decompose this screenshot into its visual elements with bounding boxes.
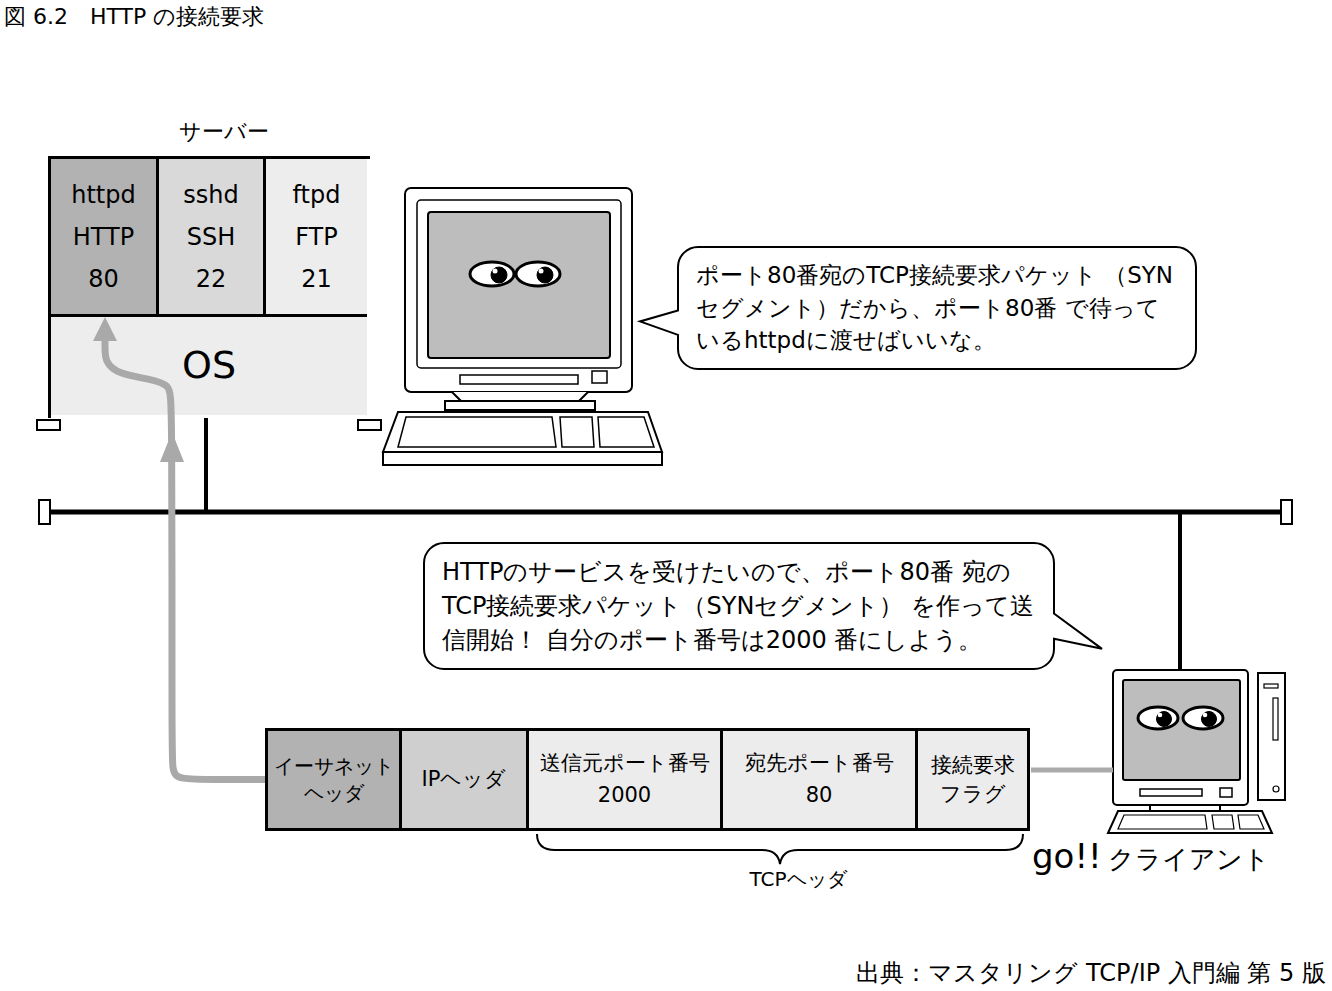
bubble-outline (640, 247, 1196, 369)
server-monitor (383, 412, 662, 452)
server-feet (37, 420, 381, 430)
server-eyes (539, 269, 544, 274)
field-text: 送信元ポート番号 (540, 748, 710, 780)
server-monitor (428, 212, 610, 358)
server-monitor (460, 375, 578, 384)
network-bus (1281, 500, 1292, 524)
client-label: クライアント (1108, 842, 1270, 877)
client-computer (1258, 673, 1285, 800)
speech-text: ポート80番宛のTCP接続要求パケット （SYNセグメント）だから、ポート80番… (696, 259, 1178, 357)
cell-text: 80 (88, 258, 119, 300)
server-eyes (516, 262, 560, 286)
network-bus (45, 510, 1287, 515)
server-eyes (493, 269, 498, 274)
client-eyes (1157, 712, 1172, 727)
client-eyes (1203, 713, 1208, 718)
cell-text: SSH (187, 216, 236, 258)
speech-bubble: HTTPのサービスを受けたいので、ポート80番 宛のTCP接続要求パケット（SY… (424, 543, 1054, 669)
client-computer (1108, 811, 1272, 833)
client-eyes (1158, 713, 1163, 718)
bubble-outline (424, 543, 1102, 669)
speech-text: HTTPのサービスを受けたいので、ポート80番 宛のTCP接続要求パケット（SY… (442, 555, 1036, 657)
packet-field: イーサネット ヘッダ (265, 728, 402, 831)
client-eyes (1202, 712, 1217, 727)
packet-arrow (105, 335, 265, 780)
server-box: httpdHTTP80sshdSSH22ftpdFTP21OSサーバー (48, 156, 370, 418)
packet-field: 接続要求 フラグ (915, 728, 1030, 831)
field-text: イーサネット ヘッダ (268, 753, 399, 807)
server-monitor (598, 417, 654, 447)
server-feet (358, 420, 381, 430)
cell-text: sshd (183, 174, 238, 216)
figure-title: 図 6.2 HTTP の接続要求 (4, 2, 264, 32)
client-computer (1220, 788, 1232, 797)
server-monitor (445, 401, 595, 410)
field-text: 80 (806, 780, 833, 812)
field-text: IPヘッダ (422, 765, 507, 793)
server-eyes (470, 262, 560, 286)
field-text: 接続要求 フラグ (918, 751, 1027, 808)
service-cell: httpdHTTP80 (51, 159, 159, 317)
client-computer (1118, 815, 1207, 829)
server-monitor (383, 188, 662, 465)
client-computer (1108, 670, 1285, 833)
server-eyes (470, 262, 514, 286)
server-monitor (560, 417, 594, 447)
mid-arrow-head (160, 432, 184, 462)
client-eyes (1138, 707, 1223, 729)
packet-wire (1031, 768, 1113, 773)
server-monitor (417, 200, 621, 368)
server-eyes (537, 267, 553, 283)
server-monitor (592, 371, 607, 383)
field-text: 宛先ポート番号 (745, 748, 894, 780)
service-cell: sshdSSH22 (159, 159, 266, 317)
server-feet (37, 420, 60, 430)
server-monitor (398, 417, 556, 447)
source-caption: 出典：マスタリング TCP/IP 入門編 第 5 版 (856, 957, 1326, 989)
speech-bubble: ポート80番宛のTCP接続要求パケット （SYNセグメント）だから、ポート80番… (678, 247, 1196, 369)
client-computer (1238, 815, 1264, 829)
client-computer (1113, 670, 1248, 805)
network-bus (204, 418, 208, 512)
go-label: go!! (1032, 836, 1102, 876)
bracket-label: TCPヘッダ (749, 866, 846, 893)
client-computer (1140, 789, 1202, 796)
network-bus (39, 418, 1292, 670)
cell-text: 22 (196, 258, 227, 300)
field-text: 2000 (598, 780, 651, 812)
network-bus (1178, 512, 1182, 670)
client-computer (1123, 680, 1240, 780)
packet-field: 送信元ポート番号2000 (526, 728, 723, 831)
server-monitor (405, 188, 632, 392)
packet-wire (1031, 770, 1113, 771)
cell-text: OS (182, 343, 236, 389)
network-bus (39, 500, 50, 524)
cell-text: ftpd (293, 174, 341, 216)
cell-text: FTP (295, 216, 338, 258)
client-computer (1273, 786, 1279, 792)
tcp-header-brace (537, 834, 1023, 864)
client-computer (1212, 815, 1234, 829)
cell-text: 21 (301, 258, 332, 300)
mid-arrow-head (160, 432, 184, 462)
tcp-header-brace (537, 834, 1023, 864)
node-heading: サーバー (64, 117, 383, 147)
cell-text: HTTP (73, 216, 134, 258)
packet-field: 宛先ポート番号80 (720, 728, 918, 831)
service-cell: ftpdFTP21 (266, 159, 367, 317)
server-eyes (491, 267, 507, 283)
cell-text: httpd (71, 174, 136, 216)
packet-field: IPヘッダ (399, 728, 529, 831)
server-monitor (383, 452, 662, 465)
client-eyes (1138, 707, 1178, 729)
client-eyes (1183, 707, 1223, 729)
client-computer (1273, 698, 1278, 740)
client-computer (1264, 684, 1278, 688)
os-layer: OS (51, 317, 367, 415)
